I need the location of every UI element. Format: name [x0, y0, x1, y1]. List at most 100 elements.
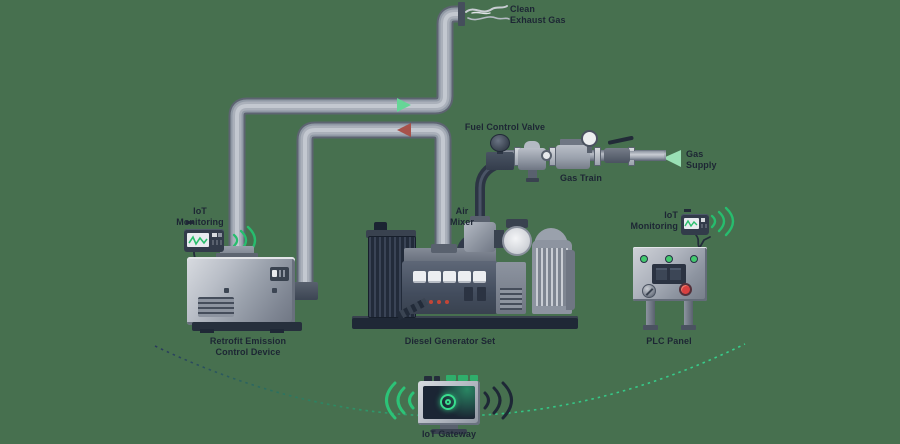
display-key — [670, 268, 681, 280]
gauge-stem — [587, 144, 592, 153]
knob-pointer — [645, 288, 654, 296]
stop-button — [679, 283, 692, 296]
engine-indicator-light — [429, 300, 433, 304]
antenna — [684, 209, 691, 212]
display-key — [656, 268, 667, 280]
control-knob — [642, 284, 656, 298]
monitor-screen — [187, 233, 209, 247]
device-control-panel — [270, 267, 289, 281]
pipe-flange — [216, 253, 258, 259]
monitor-button — [218, 233, 222, 237]
pipe-elbow-connector — [288, 282, 318, 300]
label-iot-gateway: IoT Gateway — [421, 429, 477, 439]
gateway-terminal-block — [458, 375, 468, 383]
valve-cover — [473, 271, 486, 283]
engine-panel — [464, 287, 473, 301]
gas-regulator — [518, 148, 546, 170]
gas-supply-pipe — [630, 151, 664, 160]
engine-panel — [477, 287, 486, 301]
monitor-frame — [681, 214, 709, 235]
waveform-icon — [188, 235, 208, 246]
waveform-icon — [684, 219, 698, 228]
radiator-cap — [366, 230, 416, 238]
label-iot-monitoring-right: IoT Monitoring — [630, 210, 678, 231]
air-filter-cap — [506, 219, 528, 228]
alternator-fins — [536, 248, 568, 306]
device-base — [192, 322, 302, 331]
monitor-keys — [212, 240, 222, 245]
engine-indicator-light — [437, 300, 441, 304]
filter-connector — [494, 230, 504, 248]
valve-cover — [413, 271, 426, 283]
label-diesel-generator: Diesel Generator Set — [404, 336, 496, 346]
plc-leg — [646, 300, 655, 326]
gateway-terminal-block — [470, 375, 478, 383]
label-gas-train: Gas Train — [560, 173, 602, 183]
label-clean-exhaust-gas: Clean Exhaust Gas — [510, 4, 566, 25]
panel-keys — [279, 270, 287, 277]
clean-exhaust-pipe — [228, 2, 465, 264]
gateway-logo-icon — [440, 394, 456, 410]
gateway-logo-inner — [444, 398, 451, 405]
valve-cover — [443, 271, 456, 283]
clean-flow-arrow-icon — [397, 98, 411, 112]
valve-cover — [428, 271, 441, 283]
wifi-icon — [483, 381, 513, 420]
fuel-control-valve — [486, 152, 514, 170]
stack-outlet-flange — [458, 2, 465, 26]
handle — [272, 288, 277, 293]
air-filter — [502, 226, 532, 256]
monitor-frame — [184, 229, 224, 252]
gateway-base — [431, 429, 467, 434]
device-foot — [270, 329, 284, 333]
coupling-vents — [500, 288, 522, 310]
mixer-body — [464, 222, 496, 252]
drip-leg-cap — [526, 178, 539, 182]
pressure-gauge-icon — [581, 130, 598, 147]
gateway-connector — [424, 376, 432, 383]
gauge-icon — [541, 150, 552, 161]
wifi-icon — [710, 206, 735, 237]
monitor-keys — [701, 224, 707, 228]
pipe-flange — [594, 147, 601, 166]
gas-meter-body — [556, 145, 590, 169]
panel-screen — [272, 270, 277, 277]
gateway-terminal-block — [446, 375, 456, 383]
exhaust-flange — [431, 244, 457, 253]
plc-leg — [684, 300, 693, 326]
plc-foot — [643, 325, 658, 330]
generator-skid — [352, 316, 578, 329]
gateway-connector — [434, 376, 440, 383]
exhaust-swirl-icon — [465, 5, 510, 21]
mixer-flange — [470, 216, 490, 224]
status-led — [640, 255, 648, 263]
antenna — [186, 221, 194, 224]
label-iot-monitoring-left: IoT Monitoring — [176, 206, 224, 227]
monitor-screen — [684, 218, 699, 229]
valve-cover — [458, 271, 471, 283]
radiator-stub-pipe — [374, 222, 387, 233]
exhaust-flow-arrow-icon — [397, 123, 411, 137]
gateway-screen — [423, 386, 475, 419]
device-foot — [200, 329, 214, 333]
engine-exhaust-pipe — [296, 121, 452, 292]
label-retrofit-device: Retrofit Emission Control Device — [209, 336, 287, 357]
label-plc-panel: PLC Panel — [646, 336, 692, 346]
label-gas-supply: Gas Supply — [686, 149, 717, 170]
handle — [224, 288, 229, 293]
valve-actuator — [490, 134, 510, 152]
plc-display — [652, 264, 686, 284]
gas-regulator-dome — [524, 141, 540, 150]
drip-leg — [528, 170, 537, 179]
alternator-endcap — [566, 250, 575, 310]
ball-valve — [604, 148, 630, 163]
plc-foot — [681, 325, 696, 330]
engine-manifold — [404, 248, 496, 264]
label-air-mixer: Air Mixer — [449, 206, 474, 227]
status-led — [665, 255, 673, 263]
status-led — [690, 255, 698, 263]
monitor-button — [212, 233, 217, 237]
gas-supply-arrow-icon — [663, 150, 681, 167]
meter-top-rail — [560, 139, 586, 146]
